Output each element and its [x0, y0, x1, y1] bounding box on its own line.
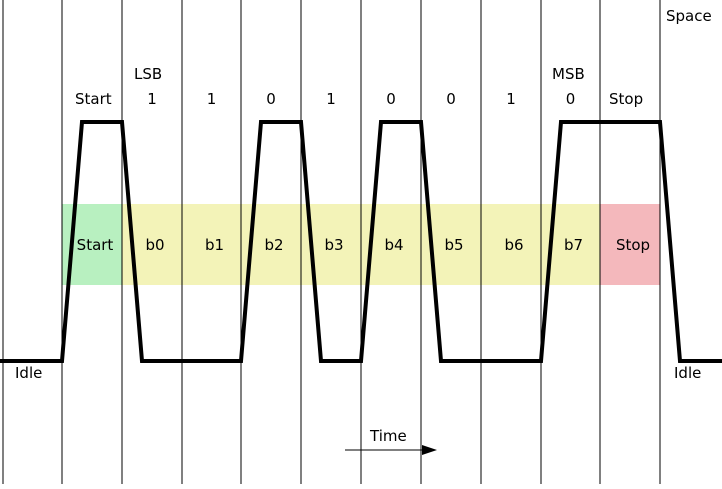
bit-value-b1: 1	[207, 90, 217, 108]
idle-right-label: Idle	[674, 364, 701, 382]
bit-boundaries	[2, 0, 661, 484]
bit-values: 1 1 0 1 0 0 1 0	[147, 90, 575, 108]
bit-value-b2: 0	[266, 90, 276, 108]
field-label-b4: b4	[384, 236, 403, 254]
field-label-b5: b5	[444, 236, 463, 254]
field-label-b0: b0	[145, 236, 164, 254]
bit-value-b4: 0	[386, 90, 396, 108]
time-label: Time	[369, 427, 407, 445]
field-label-start: Start	[77, 236, 114, 254]
idle-left-label: Idle	[15, 364, 42, 382]
field-label-b3: b3	[324, 236, 343, 254]
field-label-b2: b2	[264, 236, 283, 254]
time-arrow-head	[422, 445, 437, 455]
field-label-b6: b6	[504, 236, 523, 254]
field-band-b6	[481, 204, 541, 285]
msb-label: MSB	[552, 65, 585, 83]
start-bit-label: Start	[75, 90, 112, 108]
field-labels: Start b0 b1 b2 b3 b4 b5 b6 b7 Stop	[77, 236, 650, 254]
field-band-stop	[600, 204, 660, 285]
bit-value-b7: 0	[566, 90, 576, 108]
stop-bit-label: Stop	[609, 90, 643, 108]
field-label-stop: Stop	[616, 236, 650, 254]
field-label-b7: b7	[564, 236, 583, 254]
signal-waveform	[0, 120, 722, 363]
bit-value-b0: 1	[147, 90, 157, 108]
bit-value-b3: 1	[326, 90, 336, 108]
lsb-label: LSB	[134, 65, 162, 83]
space-label: Space	[666, 7, 712, 25]
field-label-b1: b1	[205, 236, 224, 254]
bit-value-b6: 1	[506, 90, 516, 108]
field-band-b1	[182, 204, 241, 285]
bit-value-b5: 0	[446, 90, 456, 108]
